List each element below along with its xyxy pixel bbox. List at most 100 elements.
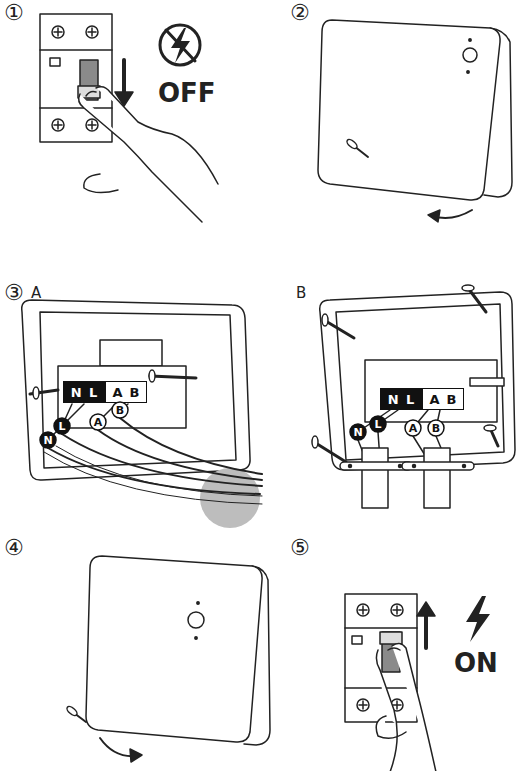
- sensor: [463, 48, 477, 62]
- marker-circle: [54, 418, 70, 434]
- indicator-window: [50, 58, 60, 66]
- marker-circle: [40, 432, 56, 448]
- screw-head: [33, 387, 39, 399]
- clamp-hole: [463, 465, 466, 468]
- step-number: ③: [4, 282, 24, 304]
- led: [195, 637, 197, 639]
- screw-head: [484, 425, 496, 431]
- marker-circle: [350, 424, 366, 440]
- wire: [48, 404, 128, 440]
- step-number: ②: [290, 2, 310, 24]
- screw-head: [149, 370, 155, 382]
- clamp-hole: [413, 465, 416, 468]
- clamp-hole: [399, 465, 402, 468]
- sensor: [188, 612, 204, 628]
- wire-marker: N: [349, 423, 367, 441]
- power-state: ON: [454, 650, 498, 676]
- slash: [166, 30, 195, 61]
- arrow-down: [122, 60, 126, 94]
- screw-cross: [359, 606, 401, 709]
- terminal-letter: L: [58, 421, 65, 432]
- led: [469, 39, 471, 41]
- screw-head: [345, 138, 358, 150]
- wire-marker: L: [53, 417, 71, 435]
- terminal-block: AB: [105, 381, 147, 403]
- terminal-letter: B: [116, 405, 124, 416]
- terminal-letter: L: [406, 393, 414, 406]
- panel-letter: B: [296, 286, 306, 301]
- indicator-window: [352, 636, 362, 644]
- arrow-head: [130, 749, 142, 762]
- step-number: ⑤: [290, 537, 310, 559]
- marker-circle: [428, 420, 444, 436]
- step-number: ④: [4, 537, 24, 559]
- panel-letter: A: [31, 286, 41, 301]
- cable: [362, 448, 388, 508]
- terminal-letter: N: [388, 393, 399, 406]
- cable: [424, 448, 450, 508]
- fingernail: [388, 648, 400, 650]
- screw-shaft: [314, 442, 346, 462]
- wire-marker: A: [404, 419, 422, 437]
- terminal-cover: [100, 340, 162, 366]
- wire: [48, 418, 262, 494]
- screw-shaft: [150, 376, 196, 378]
- terminal-letter: N: [71, 386, 82, 399]
- terminal-block: NL: [63, 381, 105, 403]
- power-off-icon: [160, 25, 200, 65]
- terminal-letter: A: [409, 423, 418, 434]
- terminal-letter: A: [94, 417, 103, 428]
- screw-shaft: [324, 320, 354, 338]
- arrow-head: [417, 602, 435, 616]
- breaker-line: [345, 627, 417, 629]
- screw-head: [462, 285, 474, 291]
- terminal-letter: B: [432, 423, 440, 434]
- breaker-line: [40, 107, 112, 109]
- terminal-letter: B: [447, 393, 457, 406]
- terminal-letter: A: [113, 386, 123, 399]
- marker-circle: [370, 416, 386, 432]
- terminal-letter: L: [89, 386, 97, 399]
- wire-marker: L: [369, 415, 387, 433]
- marker-circle: [112, 402, 128, 418]
- terminal-letter: B: [130, 386, 140, 399]
- screw-shaft: [468, 288, 486, 312]
- hand: [79, 87, 218, 222]
- wire-marker: N: [39, 431, 57, 449]
- base-inner: [336, 304, 504, 460]
- led: [197, 602, 199, 604]
- fingernail: [86, 92, 96, 97]
- cable-entry: [200, 468, 260, 528]
- slot: [470, 378, 504, 386]
- led: [467, 71, 469, 73]
- cable-clamp: [340, 462, 412, 470]
- hand: [376, 643, 436, 771]
- terminal-letter: A: [430, 393, 440, 406]
- base-inner: [40, 312, 236, 468]
- screw-head: [65, 705, 78, 717]
- screw-head: [322, 314, 328, 326]
- screw-head: [312, 436, 318, 448]
- power-state: OFF: [158, 80, 216, 106]
- base-plate: [320, 292, 515, 470]
- step-number: ①: [4, 2, 24, 24]
- toggle-handle: [380, 632, 402, 644]
- device-cover: [318, 20, 500, 200]
- wire-marker: B: [111, 401, 129, 419]
- terminal-letter: N: [43, 435, 52, 446]
- cable-clamp: [402, 462, 474, 470]
- device-cover: [86, 556, 262, 742]
- terminal-letter: L: [374, 419, 381, 430]
- breaker-line: [40, 49, 112, 51]
- lightning-bolt: [466, 596, 490, 642]
- terminal-letter: N: [353, 427, 362, 438]
- arrow-head: [115, 92, 133, 106]
- arrow-up: [424, 614, 428, 648]
- breaker-line: [345, 687, 417, 689]
- arrow-head: [428, 210, 440, 222]
- wire-marker: B: [427, 419, 445, 437]
- wire-marker: A: [89, 413, 107, 431]
- terminal-block: NL: [380, 388, 422, 410]
- wire: [44, 446, 262, 504]
